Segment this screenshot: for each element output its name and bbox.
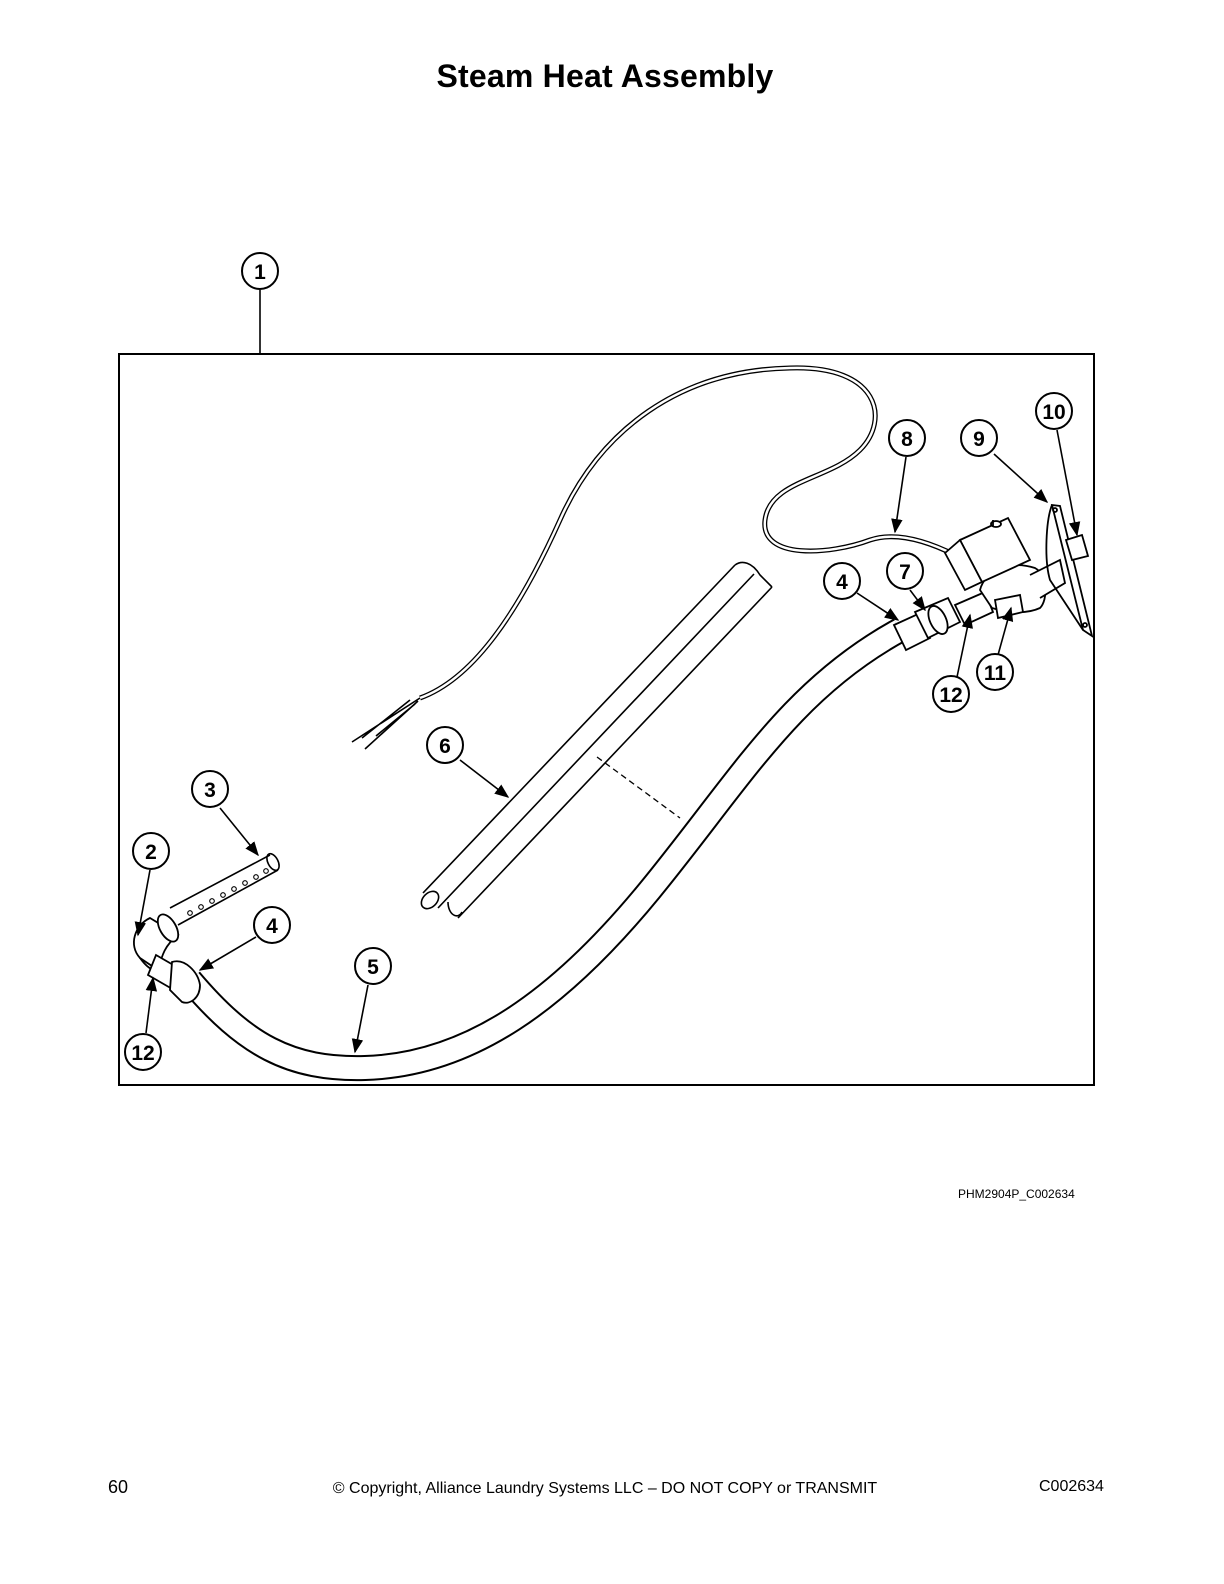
document-code: C002634 [1039, 1478, 1104, 1495]
svg-text:9: 9 [973, 428, 985, 451]
svg-text:10: 10 [1042, 401, 1065, 424]
assembly-frame [118, 353, 1095, 1086]
component-drawings [133, 365, 1094, 1082]
mounting-bracket [1045, 503, 1094, 639]
leader-12-right [956, 613, 973, 678]
figure-id: PHM2904P_C002634 [958, 1187, 1075, 1201]
svg-text:12: 12 [939, 684, 962, 707]
page-number: 60 [108, 1477, 129, 1497]
solenoid-coil [943, 516, 1032, 592]
leader-10 [1056, 429, 1081, 537]
tube-holes [187, 868, 269, 916]
svg-text:12: 12 [131, 1042, 154, 1065]
svg-text:4: 4 [266, 915, 278, 938]
leader-4-right [856, 592, 900, 621]
svg-text:3: 3 [204, 779, 216, 802]
callout-3: 3 [191, 770, 229, 808]
svg-text:2: 2 [145, 841, 157, 864]
svg-text:8: 8 [901, 428, 913, 451]
callout-4-left: 4 [253, 906, 291, 944]
copyright-notice: © Copyright, Alliance Laundry Systems LL… [332, 1480, 878, 1497]
solenoid-wire [351, 365, 957, 750]
callout-12-right: 12 [932, 675, 970, 713]
leader-5 [351, 984, 369, 1054]
callout-4-right: 4 [823, 562, 861, 600]
callout-7: 7 [886, 552, 924, 590]
callout-2: 2 [132, 832, 170, 870]
leader-7 [909, 589, 926, 612]
svg-text:4: 4 [836, 571, 848, 594]
leader-12-left [145, 976, 158, 1034]
leader-lines [134, 290, 1081, 1054]
svg-text:11: 11 [984, 662, 1007, 685]
insulation-sleeve [420, 561, 773, 919]
right-fittings [892, 590, 995, 652]
callout-12-left: 12 [124, 1033, 162, 1071]
leader-4-left [198, 936, 257, 971]
leader-3 [219, 807, 259, 857]
svg-text:7: 7 [899, 561, 911, 584]
callout-6: 6 [426, 726, 464, 764]
leader-8 [891, 456, 907, 534]
leader-6 [459, 759, 510, 798]
page-title: Steam Heat Assembly [436, 58, 774, 94]
svg-text:6: 6 [439, 735, 451, 758]
callout-9: 9 [960, 419, 998, 457]
callout-1: 1 [241, 252, 279, 290]
svg-text:5: 5 [367, 956, 379, 979]
hose-clamp-left [146, 953, 201, 1004]
callout-11: 11 [976, 653, 1014, 691]
leader-2 [134, 869, 151, 937]
callout-8: 8 [888, 419, 926, 457]
leader-9 [993, 453, 1049, 503]
steam-tube [169, 852, 280, 926]
steam-hose [180, 618, 907, 1082]
callout-5: 5 [354, 947, 392, 985]
svg-text:1: 1 [254, 261, 266, 284]
callout-10: 10 [1035, 392, 1073, 430]
leader-11 [997, 606, 1014, 656]
callouts: 1 2 3 4 4 5 6 7 [124, 252, 1073, 1071]
